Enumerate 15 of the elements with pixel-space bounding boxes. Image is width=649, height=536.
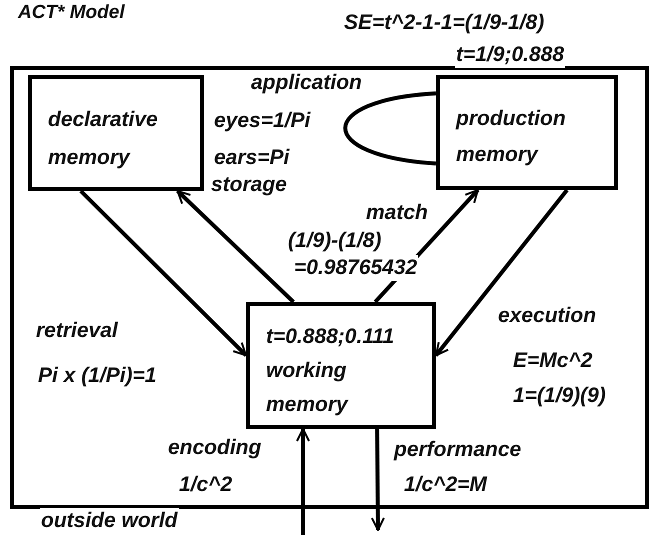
memory-box <box>28 75 204 191</box>
time-formula: t=0.888;0.111 <box>265 324 396 350</box>
arrow <box>176 190 295 304</box>
memory-box <box>246 302 436 429</box>
node-label: working memory <box>265 358 350 418</box>
formula-label: =0.98765432 <box>293 255 418 281</box>
arrow <box>370 428 385 531</box>
memory-box <box>436 75 618 190</box>
arrow <box>79 190 248 357</box>
frame-box <box>10 66 649 509</box>
arrow <box>434 188 569 357</box>
diagram-title: ACT* Model <box>18 1 125 25</box>
node-label: production memory <box>454 106 567 168</box>
node-label: declarative memory <box>47 107 159 171</box>
arrow <box>296 428 310 535</box>
